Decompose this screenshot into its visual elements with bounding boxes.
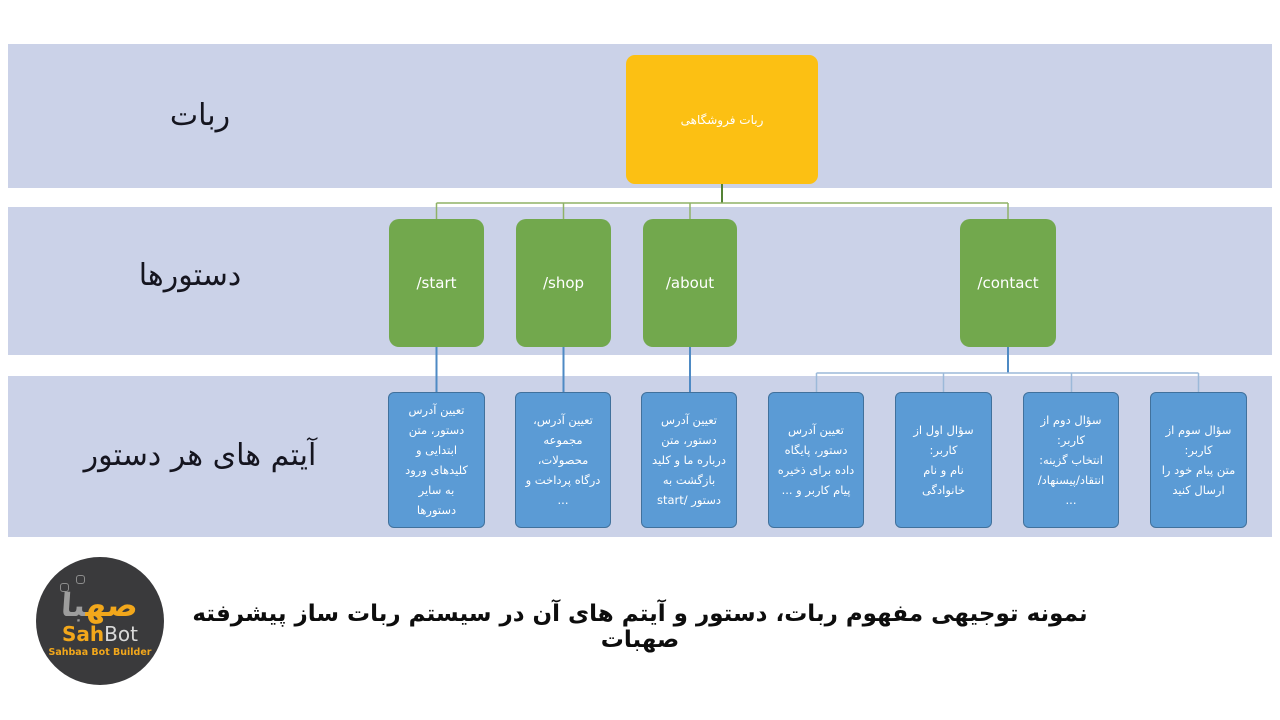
node-shop-robot[interactable]: ربات فروشگاهی [626,55,818,184]
node-item-contact-1[interactable]: تعیین آدرس دستور، پایگاه داده برای ذخیره… [768,392,864,528]
row-label-robot: ربات [169,98,231,133]
robot-doodle-icon [76,575,85,584]
node-item-shop[interactable]: تعیین آدرس، مجموعه محصولات، درگاه پرداخت… [515,392,611,528]
node-item-start[interactable]: تعیین آدرس دستور، متن ابتدایی و کلیدهای … [388,392,485,528]
robot-doodle-icon [60,583,69,592]
row-label-items: آیتم های هر دستور [83,438,317,473]
slide-caption: نمونه توجیهی مفهوم ربات، دستور و آیتم ها… [192,601,1088,653]
node-command-start[interactable]: /start [389,219,484,347]
node-item-about[interactable]: تعیین آدرس دستور، متن درباره ما و کلید ب… [641,392,737,528]
node-item-contact-3[interactable]: سؤال دوم از کاربر: انتخاب گزینه: انتقاد/… [1023,392,1119,528]
logo-farsi-wordmark: صه‍‍با [60,586,140,624]
logo-name: SahBot [62,622,138,646]
node-command-about[interactable]: /about [643,219,737,347]
node-command-shop[interactable]: /shop [516,219,611,347]
node-item-contact-2[interactable]: سؤال اول از کاربر: نام و نام خانوادگی [895,392,992,528]
row-label-commands: دستورها [138,258,242,293]
row-band-commands [8,207,1272,355]
node-item-contact-4[interactable]: سؤال سوم از کاربر: متن پیام خود را ارسال… [1150,392,1247,528]
sahbot-logo: صه‍‍با SahBot Sahbaa Bot Builder [36,557,164,685]
logo-tagline: Sahbaa Bot Builder [48,647,152,658]
node-command-contact[interactable]: /contact [960,219,1056,347]
